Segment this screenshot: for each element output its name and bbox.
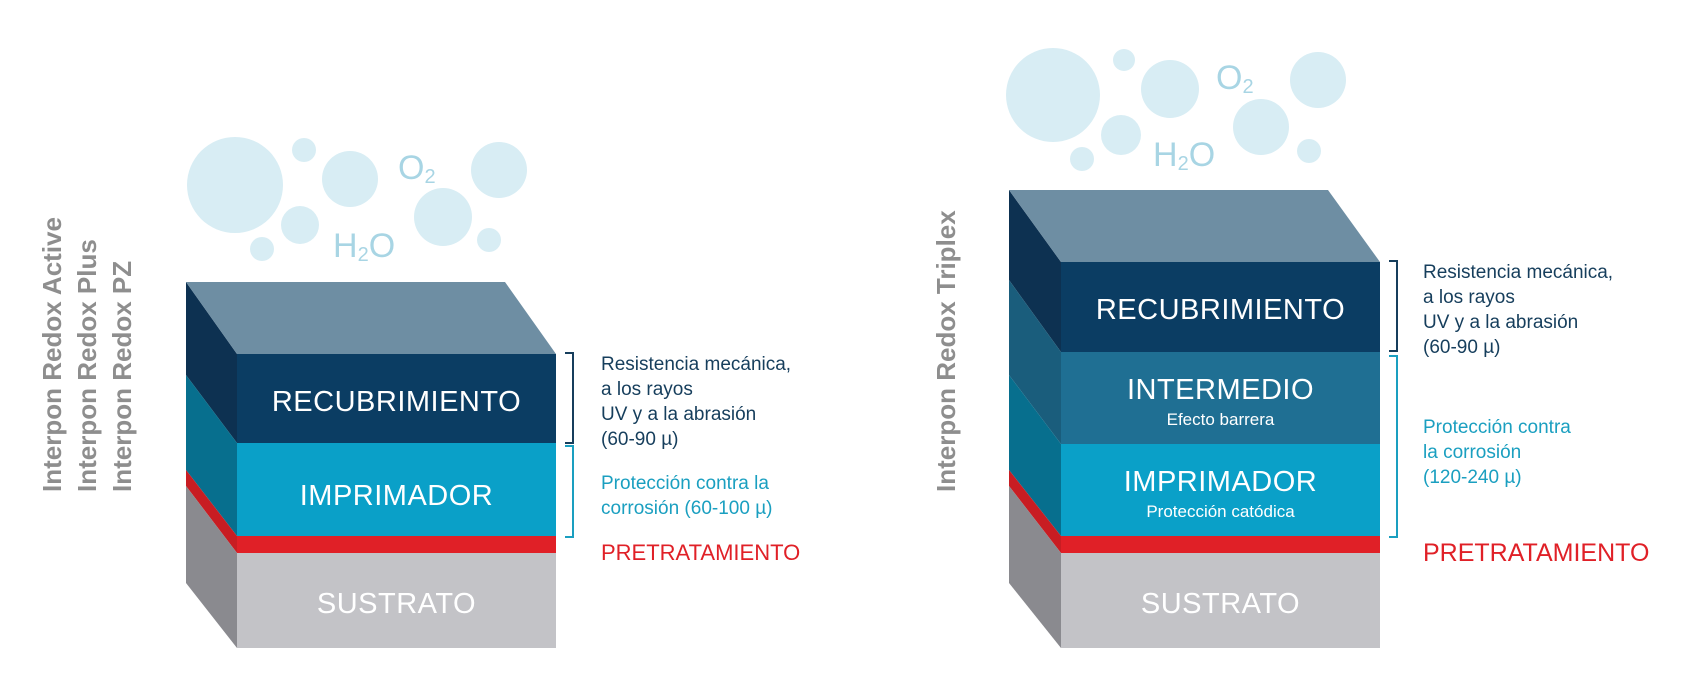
left-primer-label: IMPRIMADOR <box>299 480 494 512</box>
bubble <box>1141 60 1199 118</box>
right-intermediate-label: INTERMEDIO <box>1126 374 1315 406</box>
right-primer-sublabel: Protección catódica <box>1146 502 1295 521</box>
left-front-substrate <box>237 553 556 648</box>
right-h2o-label: H2O <box>1153 136 1216 175</box>
bubble <box>1113 49 1135 71</box>
left-block <box>186 282 556 648</box>
right-block <box>1009 190 1380 648</box>
bubble <box>1290 52 1346 108</box>
right-primer-label: IMPRIMADOR <box>1123 466 1318 498</box>
bubble <box>250 237 274 261</box>
bubble <box>187 137 283 233</box>
left-side-substrate <box>186 486 237 648</box>
right-coating-note: Resistencia mecánica, a los rayos UV y a… <box>1423 262 1614 358</box>
left-side-pretreatment <box>186 470 237 553</box>
right-substrate-label: SUSTRATO <box>1140 588 1301 620</box>
right-bracket-corrosion <box>1389 355 1398 538</box>
bubble <box>1233 99 1289 155</box>
right-side-primer <box>1009 375 1061 536</box>
bubble <box>414 188 472 246</box>
left-front-primer <box>237 443 556 536</box>
right-product-label: Interpon Redox Triplex <box>931 210 961 492</box>
bubble <box>281 206 319 244</box>
left-product-label-2: Interpon Redox Plus <box>72 239 102 492</box>
left-pretreatment-note: PRETRATAMIENTO <box>601 540 801 565</box>
bubble <box>477 228 501 252</box>
right-o2-label: O2 <box>1216 59 1254 98</box>
right-front-coating <box>1061 262 1380 352</box>
left-product-label-3: Interpon Redox PZ <box>107 260 137 492</box>
right-front-substrate <box>1061 553 1380 648</box>
right-top-face <box>1009 190 1380 262</box>
bubble <box>1297 139 1321 163</box>
right-bubbles <box>1006 48 1346 171</box>
right-side-pretreatment <box>1009 470 1061 553</box>
right-front-pretreatment <box>1061 536 1380 553</box>
left-substrate-label: SUSTRATO <box>316 588 477 620</box>
left-primer-note: Protección contra la corrosión (60-100 µ… <box>601 473 773 519</box>
left-side-primer <box>186 375 237 536</box>
bubble <box>471 142 527 198</box>
left-front-coating <box>237 354 556 443</box>
left-brackets <box>565 352 574 538</box>
right-pretreatment-note: PRETRATAMIENTO <box>1423 539 1650 567</box>
right-side-intermediate <box>1009 280 1061 444</box>
left-coating-note: Resistencia mecánica, a los rayos UV y a… <box>601 354 792 450</box>
bubble <box>1006 48 1100 142</box>
bubble <box>1101 115 1141 155</box>
right-front-primer <box>1061 444 1380 536</box>
bubble <box>1070 147 1094 171</box>
right-coating-label: RECUBRIMIENTO <box>1095 294 1346 326</box>
left-bracket-primer <box>565 445 574 538</box>
left-front-pretreatment <box>237 536 556 553</box>
right-intermediate-sublabel: Efecto barrera <box>1166 410 1275 429</box>
right-front-intermediate <box>1061 352 1380 444</box>
right-side-coating <box>1009 190 1061 352</box>
left-top-face <box>186 282 556 354</box>
bubble <box>292 138 316 162</box>
left-side-coating <box>186 282 237 443</box>
left-coating-label: RECUBRIMIENTO <box>271 386 522 418</box>
left-bubbles <box>187 137 527 261</box>
left-h2o-label: H2O <box>333 227 396 266</box>
right-brackets <box>1389 260 1398 538</box>
left-o2-label: O2 <box>398 149 436 188</box>
left-product-label-1: Interpon Redox Active <box>37 217 67 492</box>
bubble <box>322 151 378 207</box>
right-corrosion-note: Protección contra la corrosión (120-240 … <box>1423 417 1571 488</box>
right-side-substrate <box>1009 486 1061 648</box>
right-bracket-coating <box>1389 260 1398 352</box>
left-bracket-coating <box>565 352 574 444</box>
